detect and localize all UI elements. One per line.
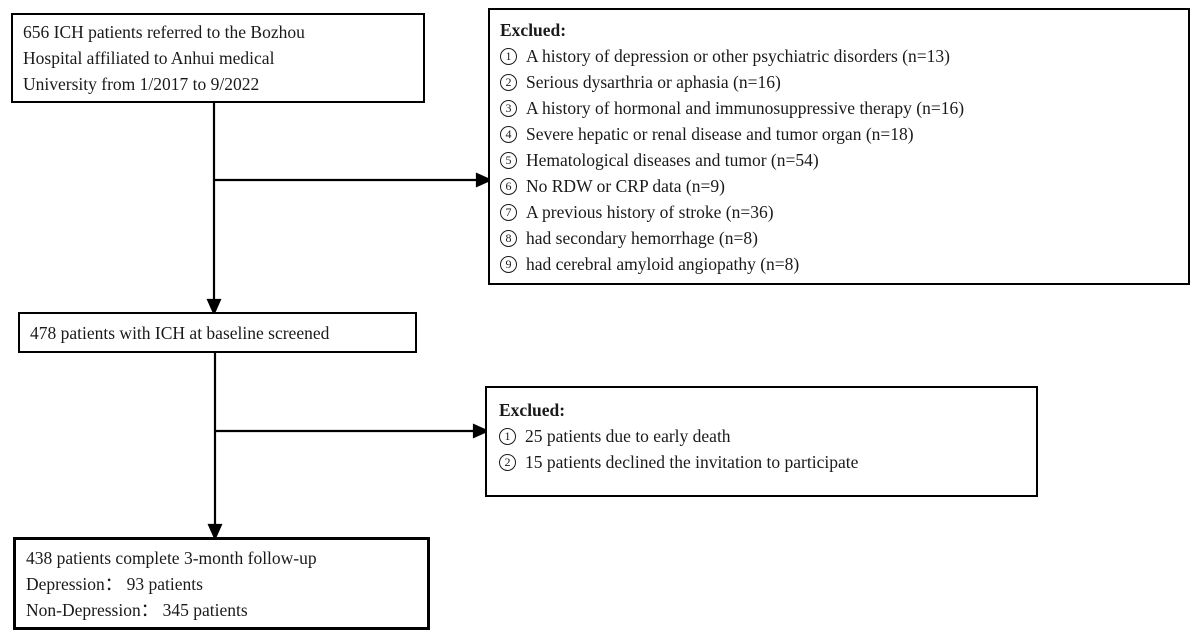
circled-number-icon: 7 xyxy=(500,203,517,221)
excluded-list-item: 8 had secondary hemorrhage (n=8) xyxy=(500,225,1178,251)
excluded-item-text: A history of hormonal and immunosuppress… xyxy=(526,98,965,118)
excluded-list-item: 2 15 patients declined the invitation to… xyxy=(499,449,1024,475)
excluded-list-item: 6 No RDW or CRP data (n=9) xyxy=(500,173,1178,199)
circled-number-icon: 9 xyxy=(500,255,517,273)
excluded-list-item: 1 A history of depression or other psych… xyxy=(500,43,1178,69)
box-excluded-followup: Exclued: 1 25 patients due to early deat… xyxy=(485,386,1038,497)
excluded-list-item: 2 Serious dysarthria or aphasia (n=16) xyxy=(500,69,1178,95)
circled-number-icon: 3 xyxy=(500,99,517,117)
box-excluded-baseline: Exclued: 1 A history of depression or ot… xyxy=(488,8,1190,285)
excluded-item-text: No RDW or CRP data (n=9) xyxy=(526,176,725,196)
excluded-item-text: had secondary hemorrhage (n=8) xyxy=(526,228,758,248)
box-followup-outcome: 438 patients complete 3-month follow-up … xyxy=(13,537,430,630)
excluded-followup-heading: Exclued: xyxy=(499,400,566,420)
excluded-list-item: 1 25 patients due to early death xyxy=(499,423,1024,449)
circled-number-icon: 6 xyxy=(500,177,517,195)
excluded-baseline-list: 1 A history of depression or other psych… xyxy=(500,43,1178,277)
circled-number-icon: 8 xyxy=(500,229,517,247)
excluded-list-item: 9 had cerebral amyloid angiopathy (n=8) xyxy=(500,251,1178,277)
box-referred-patients: 656 ICH patients referred to the Bozhou … xyxy=(11,13,425,103)
excluded-list-item: 7 A previous history of stroke (n=36) xyxy=(500,199,1178,225)
excluded-item-text: A previous history of stroke (n=36) xyxy=(526,202,774,222)
circled-number-icon: 4 xyxy=(500,125,517,143)
excluded-item-text: Serious dysarthria or aphasia (n=16) xyxy=(526,72,781,92)
excluded-baseline-heading: Exclued: xyxy=(500,20,567,40)
excluded-item-text: 25 patients due to early death xyxy=(525,426,731,446)
circled-number-icon: 1 xyxy=(500,47,517,65)
circled-number-icon: 5 xyxy=(500,151,517,169)
excluded-list-item: 5 Hematological diseases and tumor (n=54… xyxy=(500,147,1178,173)
circled-number-icon: 2 xyxy=(499,453,516,471)
excluded-item-text: had cerebral amyloid angiopathy (n=8) xyxy=(526,254,800,274)
excluded-item-text: 15 patients declined the invitation to p… xyxy=(525,452,859,472)
excluded-item-text: Severe hepatic or renal disease and tumo… xyxy=(526,124,914,144)
excluded-list-item: 4 Severe hepatic or renal disease and tu… xyxy=(500,121,1178,147)
excluded-item-text: Hematological diseases and tumor (n=54) xyxy=(526,150,819,170)
excluded-item-text: A history of depression or other psychia… xyxy=(526,46,950,66)
baseline-screened-text: 478 patients with ICH at baseline screen… xyxy=(30,322,330,343)
circled-number-icon: 1 xyxy=(499,427,516,445)
circled-number-icon: 2 xyxy=(500,73,517,91)
box-baseline-screened: 478 patients with ICH at baseline screen… xyxy=(18,312,417,353)
excluded-followup-list: 1 25 patients due to early death 2 15 pa… xyxy=(499,423,1024,475)
excluded-list-item: 3 A history of hormonal and immunosuppre… xyxy=(500,95,1178,121)
